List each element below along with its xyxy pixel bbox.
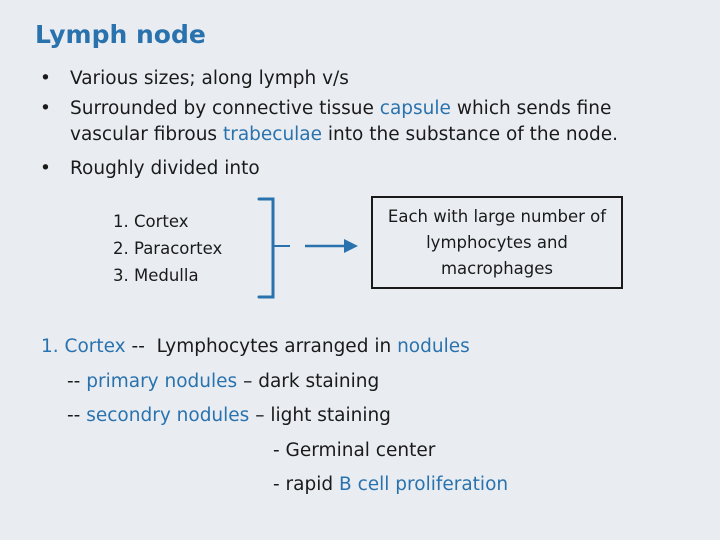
highlight-term: primary nodules xyxy=(86,370,238,392)
cortex-section: 1. Cortex -- Lymphocytes arranged in nod… xyxy=(41,330,508,503)
bullet-text-part: into the substance of the node. xyxy=(322,124,618,145)
cortex-row: -- secondry nodules – light staining xyxy=(41,399,508,434)
bullet-text: Surrounded by connective tissue capsule … xyxy=(70,98,618,145)
info-box-text: Each with large number of lymphocytes an… xyxy=(387,206,607,278)
bullet-item: • Various sizes; along lymph v/s xyxy=(40,66,700,92)
division-list: 1. Cortex 2. Paracortex 3. Medulla xyxy=(113,208,222,289)
bullet-text: Roughly divided into xyxy=(70,158,260,179)
info-box: Each with large number of lymphocytes an… xyxy=(371,196,623,289)
division-item: 3. Medulla xyxy=(113,266,199,285)
highlight-term: trabeculae xyxy=(222,124,323,145)
cortex-row: - Germinal center xyxy=(41,434,508,469)
bullet-item: • Roughly divided into xyxy=(40,156,700,182)
dash-text: -- xyxy=(67,370,87,392)
dash-text: -- xyxy=(125,336,157,357)
bullet-item: • Surrounded by connective tissue capsul… xyxy=(40,96,700,148)
highlight-term: capsule xyxy=(379,98,451,119)
bullet-list: • Various sizes; along lymph v/s • Surro… xyxy=(40,66,700,182)
highlight-term: B cell proliferation xyxy=(339,474,509,495)
cortex-text: - rapid xyxy=(273,474,340,495)
bullet-text-part: Surrounded by connective tissue xyxy=(70,98,380,119)
cortex-text: – dark staining xyxy=(237,370,380,392)
cortex-text: - Germinal center xyxy=(273,439,436,461)
bullet-text: Various sizes; along lymph v/s xyxy=(70,68,349,89)
cortex-row: -- primary nodules – dark staining xyxy=(41,365,508,400)
bullet-text-part: vascular fibrous xyxy=(70,124,223,145)
bullet-dot-icon: • xyxy=(40,68,51,89)
highlight-term: secondry nodules xyxy=(86,405,250,426)
dash-text: -- xyxy=(67,405,87,426)
cortex-intro: Lymphocytes arranged in xyxy=(156,336,398,357)
bullet-text-part: which sends fine xyxy=(450,98,612,119)
division-item: 2. Paracortex xyxy=(113,239,223,258)
division-item: 1. Cortex xyxy=(113,212,189,231)
arrow-right-icon xyxy=(344,239,358,253)
bullet-dot-icon: • xyxy=(40,98,51,119)
bullet-dot-icon: • xyxy=(40,158,51,179)
bracket-icon xyxy=(257,197,275,299)
cortex-text: – light staining xyxy=(249,405,391,426)
highlight-term: nodules xyxy=(397,336,470,357)
slide-title: Lymph node xyxy=(35,20,206,49)
cortex-row: 1. Cortex -- Lymphocytes arranged in nod… xyxy=(41,330,508,365)
cortex-row: - rapid B cell proliferation xyxy=(41,468,508,503)
cortex-heading: 1. Cortex xyxy=(41,336,126,357)
